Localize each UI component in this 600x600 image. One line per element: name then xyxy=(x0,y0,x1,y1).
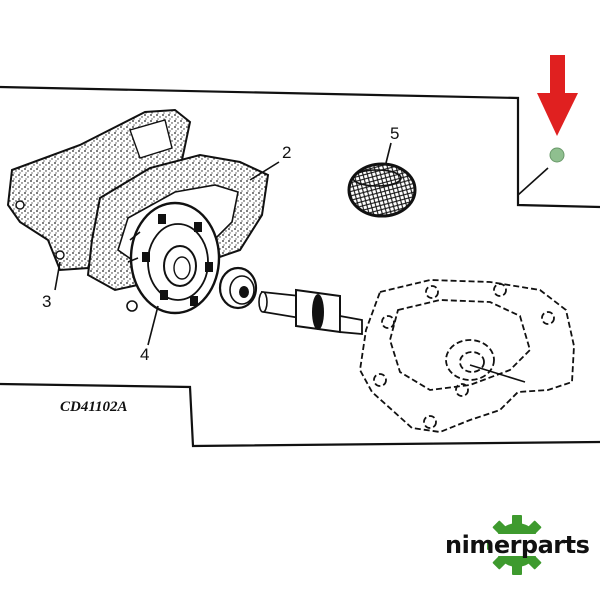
part-3-mounting-plate xyxy=(6,108,192,272)
diagram-border xyxy=(0,85,600,448)
highlight-dot xyxy=(549,147,565,163)
callout-4: 4 xyxy=(140,345,149,364)
part-5-mesh-ring xyxy=(347,162,417,218)
figure-code: CD41102A xyxy=(60,399,128,415)
axis-line xyxy=(469,364,526,383)
callout-2: 2 xyxy=(282,143,291,162)
seal xyxy=(218,266,258,310)
highlight-arrow xyxy=(537,55,578,136)
brand-name: nimerparts xyxy=(445,531,590,559)
shaft-bearing xyxy=(258,288,363,335)
brand-logo: nimerparts xyxy=(445,515,590,575)
pump-housing-outline xyxy=(359,279,575,433)
leader-lines xyxy=(54,142,549,346)
callout-5: 5 xyxy=(390,124,399,143)
part-4-pump-flange xyxy=(126,201,221,315)
callout-3: 3 xyxy=(42,292,51,311)
